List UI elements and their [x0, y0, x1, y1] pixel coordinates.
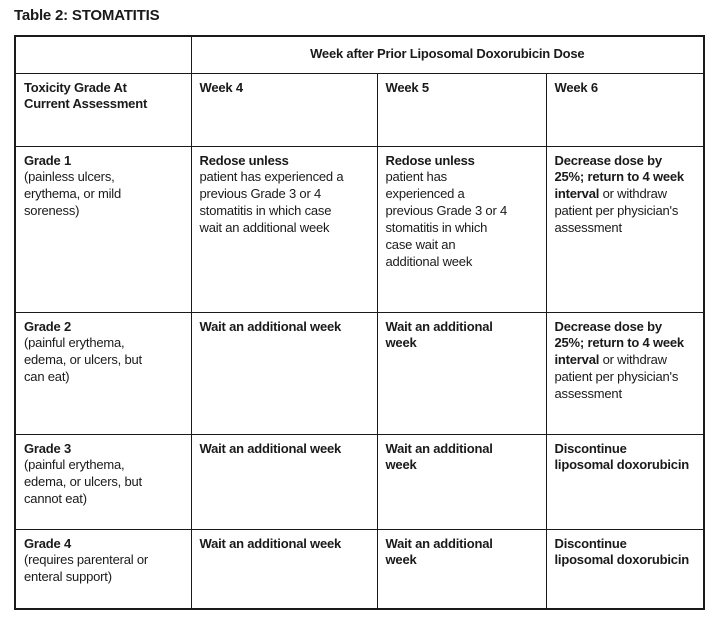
stomatitis-table: Week after Prior Liposomal Doxorubicin D… [14, 35, 706, 610]
col-header-week6: Week 6 [545, 72, 705, 147]
week6-cell: Decrease dose by 25%; return to 4 week i… [545, 145, 705, 313]
week6-cell: Discontinue liposomal doxorubicin [545, 433, 705, 530]
week5-cell: Redose unless patient has experienced a … [376, 145, 547, 313]
week4-cell: Wait an additional week [190, 528, 378, 610]
week5-cell: Wait an additional week [376, 433, 547, 530]
grade-cell: Grade 2 (painful erythema, edema, or ulc… [14, 311, 192, 435]
table-row: Grade 4 (requires parenteral or enteral … [14, 528, 705, 610]
table-title: Table 2: STOMATITIS [14, 7, 160, 24]
empty-corner-cell [14, 35, 192, 74]
grade-cell: Grade 1 (painless ulcers, erythema, or m… [14, 145, 192, 313]
span-header-row: Week after Prior Liposomal Doxorubicin D… [14, 35, 705, 74]
week6-cell: Discontinue liposomal doxorubicin [545, 528, 705, 610]
week4-cell: Redose unless patient has experienced a … [190, 145, 378, 313]
table-body: Grade 1 (painless ulcers, erythema, or m… [14, 145, 705, 610]
table-row: Grade 3 (painful erythema, edema, or ulc… [14, 433, 705, 530]
col-header-week4: Week 4 [190, 72, 378, 147]
column-header-row: Toxicity Grade At Current Assessment Wee… [14, 72, 705, 147]
week4-cell: Wait an additional week [190, 311, 378, 435]
col-header-week5: Week 5 [376, 72, 547, 147]
grade-cell: Grade 4 (requires parenteral or enteral … [14, 528, 192, 610]
span-header-cell: Week after Prior Liposomal Doxorubicin D… [190, 35, 705, 74]
week5-cell: Wait an additional week [376, 528, 547, 610]
table-row: Grade 1 (painless ulcers, erythema, or m… [14, 145, 705, 313]
week5-cell: Wait an additional week [376, 311, 547, 435]
col-header-toxicity-grade: Toxicity Grade At Current Assessment [14, 72, 192, 147]
table-row: Grade 2 (painful erythema, edema, or ulc… [14, 311, 705, 435]
week6-cell: Decrease dose by 25%; return to 4 week i… [545, 311, 705, 435]
grade-cell: Grade 3 (painful erythema, edema, or ulc… [14, 433, 192, 530]
week4-cell: Wait an additional week [190, 433, 378, 530]
